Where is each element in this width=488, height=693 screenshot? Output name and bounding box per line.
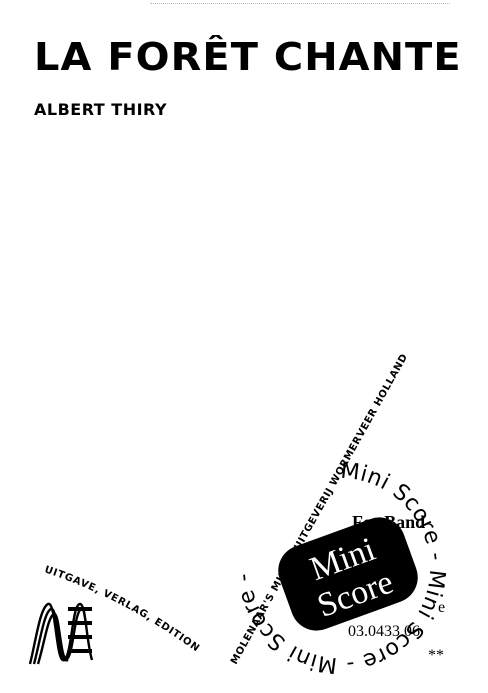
composer-name: ALBERT THIRY [34,100,168,119]
series-label-end: e [438,599,445,616]
difficulty-stars: ** [428,647,444,664]
series-label: Co [296,599,315,616]
catalog-number: 03.0433.06 [348,623,420,640]
scan-artifact [150,3,450,8]
publisher-logo-icon [28,602,94,665]
publisher-arc: UITGAVE, VERLAG, EDITION [43,564,202,654]
page-title: LA FORÊT CHANTE [34,35,462,79]
